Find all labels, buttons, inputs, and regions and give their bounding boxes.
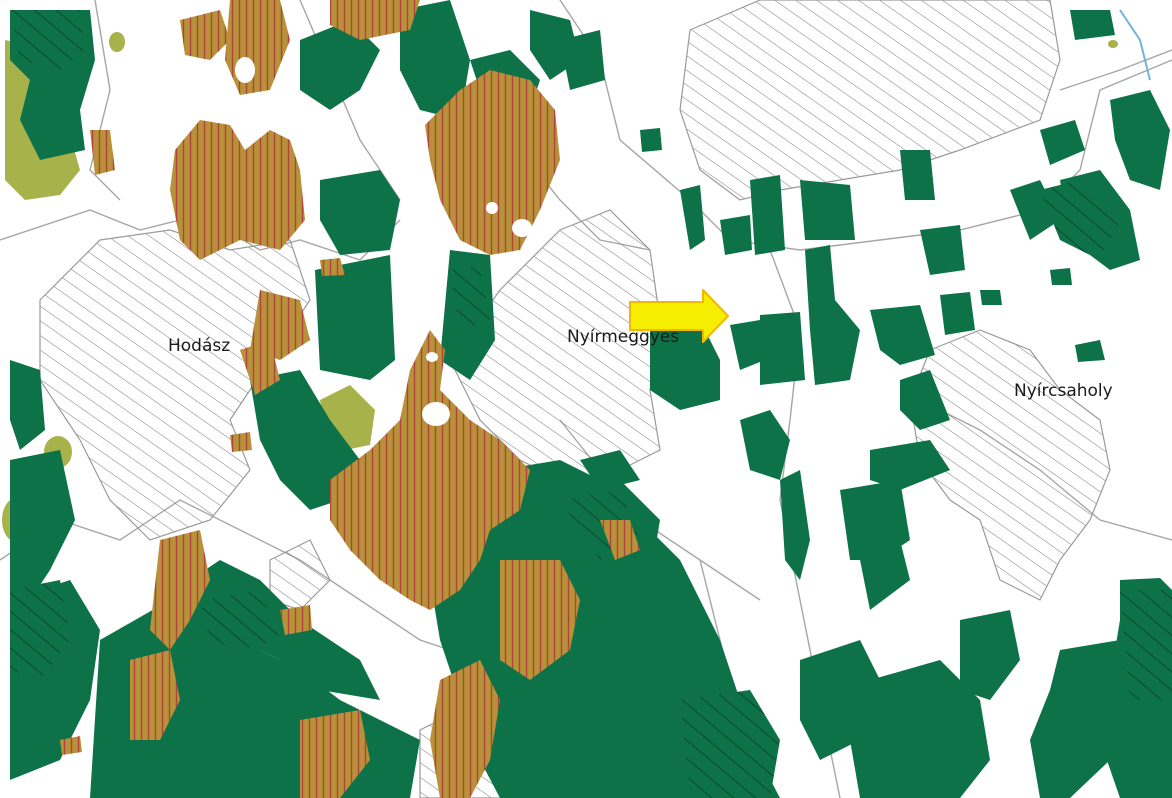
yellow-arrow-icon xyxy=(629,289,729,343)
hatched-area-north xyxy=(679,0,1061,201)
striped-area-nw xyxy=(170,120,305,260)
place-label-nyirmeggyes: Nyírmeggyes xyxy=(567,327,679,347)
striped-area-south xyxy=(330,330,530,610)
clearings xyxy=(235,57,532,426)
stream xyxy=(1119,9,1151,81)
striped-area-center xyxy=(425,70,560,255)
place-label-hodasz: Hodász xyxy=(168,336,230,356)
striped-areas xyxy=(60,0,640,798)
place-label-nyircsaholy: Nyírcsaholy xyxy=(1014,381,1113,401)
